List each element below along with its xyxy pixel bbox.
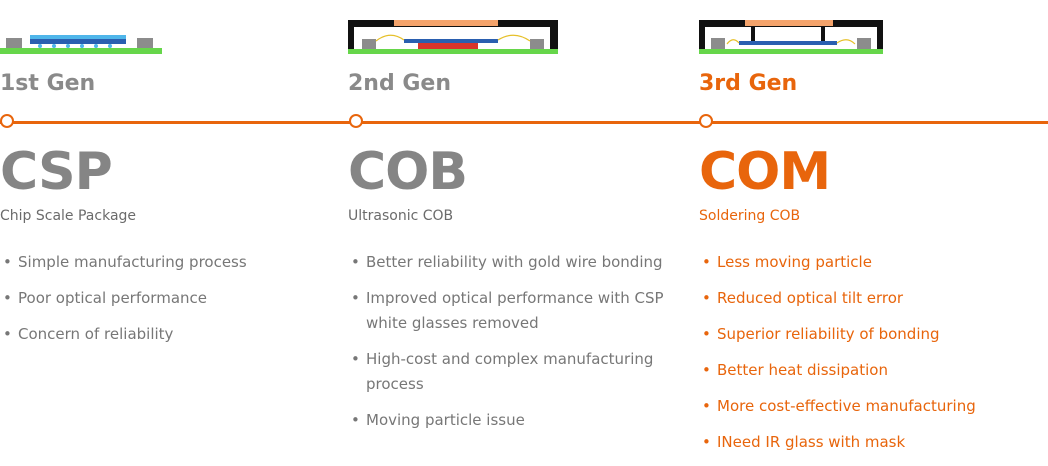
package-acronym: COM (699, 142, 831, 202)
timeline-line (0, 121, 1048, 124)
feature-item: Better reliability with gold wire bondin… (348, 250, 678, 275)
package-subtitle: Ultrasonic COB (348, 208, 454, 224)
feature-list: Simple manufacturing process Poor optica… (0, 250, 247, 358)
generation-column-3: 3rd Gen COM Soldering COB Less moving pa… (699, 0, 1048, 455)
package-subtitle: Chip Scale Package (0, 208, 137, 224)
feature-list: Better reliability with gold wire bondin… (348, 250, 678, 444)
generation-label: 2nd Gen (348, 71, 452, 96)
feature-item: Poor optical performance (0, 286, 247, 311)
csp-package-illustration (0, 35, 162, 54)
feature-item: Simple manufacturing process (0, 250, 247, 275)
feature-item: Superior reliability of bonding (699, 322, 1048, 347)
generation-label: 3rd Gen (699, 71, 798, 96)
feature-item: High-cost and complex manufacturing proc… (348, 347, 678, 397)
generation-column-2: 2nd Gen COB Ultrasonic COB Better reliab… (348, 0, 688, 451)
cob-package-illustration (348, 20, 558, 54)
feature-item: Less moving particle (699, 250, 1048, 275)
feature-item: INeed IR glass with mask (699, 430, 1048, 455)
feature-item: Improved optical performance with CSP wh… (348, 286, 678, 336)
feature-item: Better heat dissipation (699, 358, 1048, 383)
feature-item: More cost-effective manufacturing (699, 394, 1048, 419)
timeline-node-gen2 (349, 114, 363, 128)
package-subtitle: Soldering COB (699, 208, 801, 224)
feature-item: Reduced optical tilt error (699, 286, 1048, 311)
timeline-node-gen3 (699, 114, 713, 128)
timeline-node-gen1 (0, 114, 14, 128)
package-acronym: CSP (0, 142, 113, 202)
feature-list: Less moving particle Reduced optical til… (699, 250, 1048, 466)
package-acronym: COB (348, 142, 468, 202)
feature-item: Moving particle issue (348, 408, 678, 433)
generation-column-1: 1st Gen CSP Chip Scale Package Simple ma… (0, 0, 330, 451)
feature-item: Concern of reliability (0, 322, 247, 347)
generation-label: 1st Gen (0, 71, 96, 96)
com-package-illustration (699, 20, 883, 54)
